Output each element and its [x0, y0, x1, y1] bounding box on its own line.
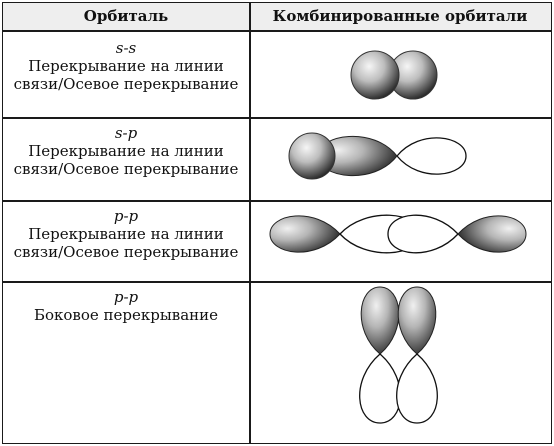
- pp-lateral-overlap-diagram: [359, 286, 438, 424]
- p-orbital-lobe-empty: [396, 137, 467, 175]
- orbital-desc: связи/Осевое перекрывание: [13, 243, 239, 261]
- pp-axial-overlap-diagram: [269, 214, 527, 254]
- orbital-desc: связи/Осевое перекрывание: [13, 75, 239, 93]
- row-divider: [3, 281, 551, 283]
- row-divider: [3, 30, 551, 32]
- orbital-desc: Перекрывание на линии: [28, 225, 224, 243]
- table-header: [3, 3, 551, 30]
- header-combined-orbitals: Комбинированные орбитали: [272, 7, 528, 25]
- p-orbital-lobe-empty: [396, 353, 438, 424]
- s-orbital-sphere: [350, 50, 400, 100]
- orbital-desc: Перекрывание на линии: [28, 142, 224, 160]
- orbital-type: s-s: [115, 39, 137, 57]
- header-orbital: Орбиталь: [83, 7, 169, 25]
- ss-overlap-diagram: [350, 50, 438, 100]
- sp-overlap-diagram: [288, 132, 467, 180]
- p-orbital-lobe-shaded: [269, 215, 341, 253]
- row-divider: [3, 117, 551, 119]
- p-orbital-lobe-shaded: [397, 286, 437, 355]
- row-divider: [3, 200, 551, 202]
- orbital-type: s-p: [114, 124, 138, 142]
- row-pp-lateral-label: p-p Боковое перекрывание: [3, 288, 249, 324]
- p-orbital-lobe-empty: [387, 214, 459, 254]
- orbital-desc: связи/Осевое перекрывание: [13, 160, 239, 178]
- orbital-desc: Боковое перекрывание: [33, 306, 219, 324]
- p-orbital-lobe-shaded: [457, 215, 527, 253]
- orbital-desc: Перекрывание на линии: [28, 57, 224, 75]
- p-orbital-lobe-empty: [359, 353, 401, 424]
- orbital-type: p-p: [113, 288, 139, 306]
- row-pp-axial-label: p-p Перекрывание на линии связи/Осевое п…: [3, 207, 249, 261]
- column-divider: [249, 3, 251, 443]
- row-ss-label: s-s Перекрывание на линии связи/Осевое п…: [3, 39, 249, 93]
- orbital-type: p-p: [113, 207, 139, 225]
- p-orbital-lobe-shaded: [360, 286, 400, 355]
- s-orbital-sphere: [288, 132, 336, 180]
- row-sp-label: s-p Перекрывание на линии связи/Осевое п…: [3, 124, 249, 178]
